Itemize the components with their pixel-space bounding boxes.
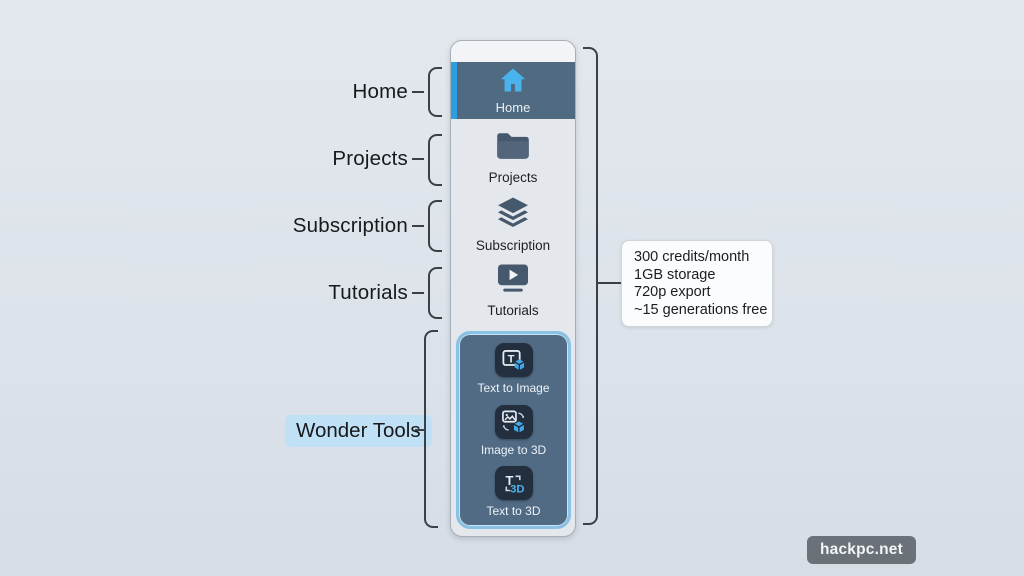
tool-label: Image to 3D	[480, 442, 547, 457]
sidebar-item-tutorials[interactable]: Tutorials	[451, 259, 575, 321]
sidebar-item-label: Tutorials	[487, 303, 539, 318]
connector-dash	[415, 429, 424, 431]
svg-text:3D: 3D	[510, 483, 524, 495]
bracket-wonder-tools	[424, 330, 438, 528]
tool-image-to-3d[interactable]: Image to 3D	[459, 404, 568, 457]
tool-text-to-image[interactable]: T Text to Image	[459, 343, 568, 395]
video-icon	[495, 262, 531, 299]
bracket-projects	[428, 134, 442, 186]
tool-label: Text to Image	[477, 381, 550, 395]
layers-icon	[495, 196, 531, 234]
svg-text:T: T	[505, 473, 513, 488]
sidebar-header-strip	[451, 41, 575, 62]
sidebar-item-projects[interactable]: Projects	[451, 127, 575, 189]
annotation-label-subscription: Subscription	[292, 214, 408, 237]
watermark-badge: hackpc.net	[807, 536, 916, 564]
bracket-home	[428, 67, 442, 117]
sidebar: Home Projects Subscription	[450, 40, 576, 537]
image-to-3d-icon	[494, 404, 533, 439]
info-line-credits: 300 credits/month	[634, 249, 750, 265]
info-line-generations: ~15 generations free	[634, 301, 768, 318]
annotation-label-home: Home	[352, 80, 408, 103]
annotation-label-projects: Projects	[332, 147, 408, 170]
wonder-tools-panel: T Text to Image	[456, 331, 571, 529]
tool-text-to-3d[interactable]: T 3D Text to 3D	[459, 466, 568, 518]
sidebar-item-label: Projects	[488, 170, 538, 185]
annotation-label-tutorials: Tutorials	[328, 281, 408, 304]
active-accent-bar	[451, 62, 457, 119]
folder-icon	[495, 131, 531, 166]
connector-dash	[412, 158, 424, 160]
bracket-subscription	[428, 200, 442, 252]
connector-dash	[412, 91, 424, 93]
connector-dash	[412, 292, 424, 294]
bracket-plan-summary	[583, 47, 598, 525]
sidebar-item-home[interactable]: Home	[451, 62, 575, 119]
connector-dash	[412, 225, 424, 227]
info-line-export: 720p export	[634, 284, 711, 301]
text-to-image-icon: T	[494, 343, 533, 377]
sidebar-item-label: Subscription	[475, 237, 551, 253]
tool-label: Text to 3D	[486, 504, 541, 518]
plan-info-box: 300 credits/month 1GB storage 720p expor…	[621, 240, 773, 327]
sidebar-item-label: Home	[495, 99, 531, 115]
info-line-storage: 1GB storage	[634, 266, 716, 283]
text-to-3d-icon: T 3D	[494, 466, 533, 500]
bracket-tutorials	[428, 267, 442, 319]
sidebar-item-subscription[interactable]: Subscription	[451, 193, 575, 255]
home-icon	[498, 67, 528, 99]
svg-text:T: T	[508, 353, 515, 365]
annotation-label-wonder-tools: Wonder Tools	[285, 415, 432, 447]
connector-dash	[597, 282, 621, 284]
